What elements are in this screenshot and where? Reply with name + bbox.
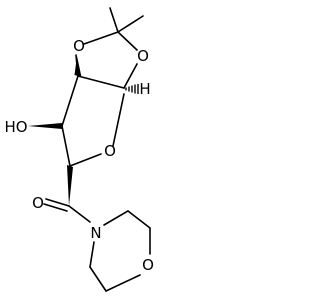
atom-o-furanose: O: [104, 142, 116, 160]
bond-c-left-down-c-left: [89, 266, 107, 292]
atom-h-anomeric: H: [139, 80, 150, 98]
atom-hydroxyl: HO: [4, 118, 27, 136]
atom-o-dioxolane-right: O: [137, 47, 149, 65]
atom-o-morpholine: O: [142, 256, 154, 274]
bond-c5-o: [69, 153, 102, 167]
atom-n-morpholine: N: [90, 224, 101, 242]
bond-c-o-double-2: [43, 203, 68, 212]
bond-c-o-double-1: [45, 198, 70, 207]
hashed-bond-c6a-h: [125, 84, 139, 94]
wedge-bond-c3a-o1: [74, 56, 82, 77]
bond-c-left-n: [89, 241, 95, 268]
bond-o3-c6a: [123, 63, 138, 89]
bond-c4-c5: [61, 125, 71, 167]
morpholine-ring: [89, 210, 151, 292]
bond-o1-c2: [83, 31, 119, 45]
wedge-bond-c5-carbonyl: [67, 165, 73, 206]
atom-o-dioxolane-left: O: [73, 37, 85, 55]
furanose-ring: [61, 75, 125, 167]
amide-carbonyl: [43, 198, 91, 223]
dioxolane-ring: [75, 7, 144, 89]
bond-o-c-left-down: [105, 274, 141, 292]
wedge-bond-c4-oh: [28, 123, 62, 129]
atom-o-carbonyl: O: [32, 194, 44, 212]
bond-o-c6a: [112, 93, 125, 147]
bond-c2-o3: [117, 31, 138, 51]
bond-c2-methyl-2: [117, 15, 144, 33]
bond-c3a-c4: [61, 75, 79, 127]
structural-formula: O O HO O H O N O: [4, 7, 154, 292]
bond-c3a-c6a: [77, 75, 125, 89]
bond-n-c-right: [103, 210, 129, 226]
bond-c-n: [68, 205, 91, 223]
bond-c2-methyl-1: [109, 7, 119, 33]
bond-c-right-c-right-down: [127, 210, 151, 229]
